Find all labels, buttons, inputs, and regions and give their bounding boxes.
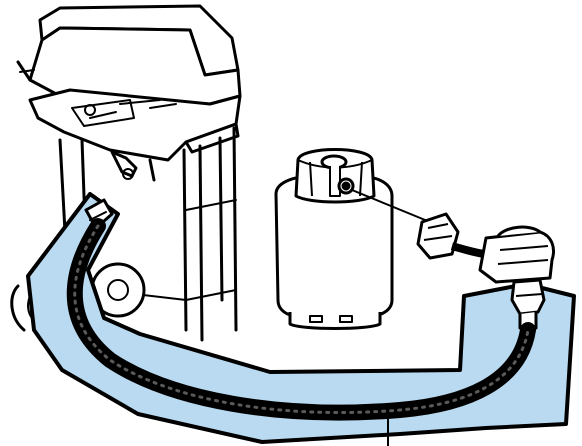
propane-cylinder-icon bbox=[276, 150, 392, 329]
